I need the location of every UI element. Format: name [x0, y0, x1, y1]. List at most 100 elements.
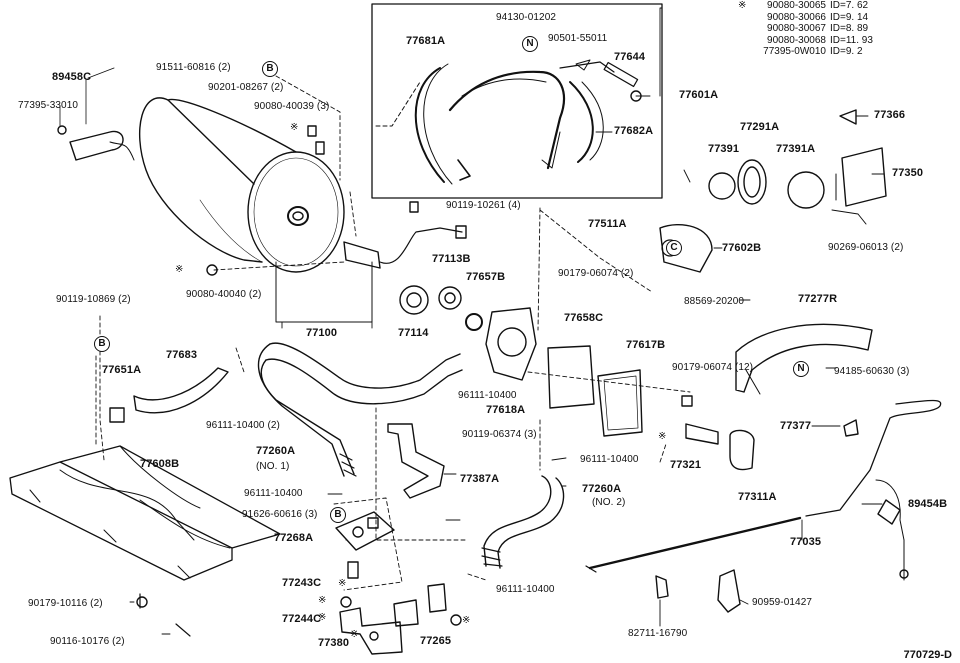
part-label: 90269-06013 (2)	[828, 242, 904, 253]
part-label: 77260A	[582, 483, 622, 495]
part-label: 90116-10176 (2)	[50, 636, 125, 647]
part-label: 77035	[790, 536, 822, 548]
part-label: 90179-10116 (2)	[28, 598, 103, 609]
part-label: (NO. 2)	[592, 497, 626, 508]
part-label: 77658C	[564, 312, 604, 324]
part-label: 90179-06074 (2)	[558, 268, 634, 279]
part-label: 77260A	[256, 445, 296, 457]
part-label: 96111-10400	[580, 454, 639, 465]
part-label: 96111-10400	[244, 488, 303, 499]
fittings-lower	[339, 561, 462, 655]
part-label: 94130-01202	[496, 12, 557, 23]
star-marker: ※	[318, 612, 327, 623]
part-label: 77651A	[102, 364, 142, 376]
star-marker: ※	[338, 578, 347, 589]
note-marker-n: N	[522, 36, 538, 52]
hoses	[257, 342, 565, 569]
note-marker-b: B	[330, 507, 346, 523]
star-marker: ※	[175, 264, 184, 275]
leader-lines	[87, 7, 885, 635]
part-label: 77366	[874, 109, 906, 121]
inset-frame	[371, 3, 663, 199]
part-label: 77601A	[679, 89, 719, 101]
part-label: 77391	[708, 143, 740, 155]
part-label: 90501-55011	[548, 33, 608, 44]
part-label: 77617B	[626, 339, 666, 351]
part-label: 77395-33010	[18, 100, 79, 111]
part-label: 77377	[780, 420, 812, 432]
part-label: 90179-06074 (12)	[672, 362, 754, 373]
star-marker: ※	[658, 431, 667, 442]
part-label: 77277R	[798, 293, 838, 305]
fittings	[206, 75, 467, 276]
part-label: 77608B	[140, 458, 180, 470]
part-label: 90201-08267 (2)	[208, 82, 284, 93]
part-label: 82711-16790	[628, 628, 688, 639]
part-label: 77100	[306, 327, 338, 339]
valve-77268A	[333, 497, 403, 591]
part-label: 77391A	[776, 143, 816, 155]
part-label: 77681A	[406, 35, 446, 47]
star-marker: ※	[462, 615, 471, 626]
part-label: 90080-40040 (2)	[186, 289, 262, 300]
part-label: 77602B	[722, 242, 762, 254]
tank-straps	[275, 261, 373, 323]
part-label: 88569-20200	[684, 296, 745, 307]
part-label: 90959-01427	[752, 597, 813, 608]
part-label: 90119-10869 (2)	[56, 294, 131, 305]
part-label: 77618A	[486, 404, 526, 416]
note-marker-b: B	[262, 61, 278, 77]
part-label: 96111-10400 (2)	[206, 420, 280, 431]
part-label: 90119-06374 (3)	[462, 429, 537, 440]
part-label: 90080-40039 (3)	[254, 101, 330, 112]
part-label: 90119-10261 (4)	[446, 200, 521, 211]
part-label: 77268A	[274, 532, 314, 544]
cradle-77608B	[9, 445, 281, 581]
part-label: 77114	[398, 327, 429, 339]
part-label: 77511A	[588, 218, 627, 230]
part-label: 94185-60630 (3)	[834, 366, 910, 377]
part-label: (NO. 1)	[256, 461, 290, 472]
part-label: 96111-10400	[496, 584, 555, 595]
brace-77683	[109, 367, 229, 637]
part-label: 89458C	[52, 71, 92, 83]
part-label: 77243C	[282, 577, 322, 589]
figure-code: 770729-D	[903, 649, 952, 661]
part-label: 91626-60616 (3)	[242, 509, 318, 520]
fuel-tank-77100	[139, 97, 345, 273]
part-label: 77291A	[740, 121, 780, 133]
note-marker-c: C	[666, 240, 682, 256]
bracket-77387A	[375, 407, 469, 541]
part-label: 89454B	[908, 498, 948, 510]
part-label: 77311A	[738, 491, 777, 503]
note-marker-b: B	[94, 336, 110, 352]
part-label: 77657B	[466, 271, 506, 283]
star-marker: ※	[290, 122, 299, 133]
filler-neck-parts	[399, 207, 691, 437]
part-label: 77387A	[460, 473, 500, 485]
part-label: 77682A	[614, 125, 654, 137]
part-label: 77265	[420, 635, 452, 647]
star-marker: ※	[350, 629, 359, 640]
part-label: 91511-60816 (2)	[156, 62, 231, 73]
cable-77035	[585, 516, 802, 613]
right-parts	[659, 109, 942, 581]
part-label: 77683	[166, 349, 198, 361]
part-label: 77380	[318, 637, 350, 649]
note-marker-n: N	[793, 361, 809, 377]
part-label: 96111-10400	[458, 390, 517, 401]
star-marker: ※	[318, 595, 327, 606]
part-label: 77244C	[282, 613, 322, 625]
part-label: 77321	[670, 459, 702, 471]
part-label: 77113B	[432, 253, 471, 265]
inset-parts	[375, 59, 642, 185]
part-label: 77350	[892, 167, 924, 179]
